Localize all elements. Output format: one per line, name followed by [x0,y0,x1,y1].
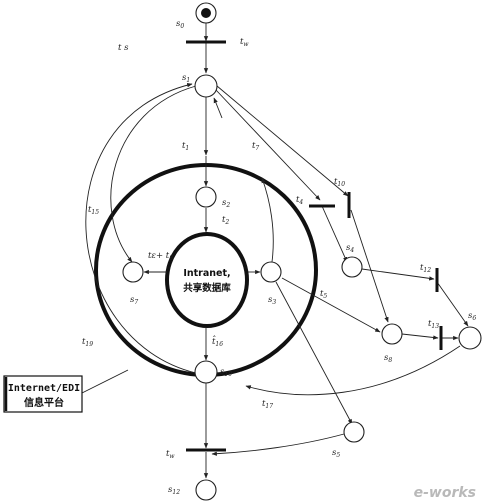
label-t10: t10 [334,177,345,188]
label-s5: s5 [332,448,340,459]
arc-s1-t10 [216,85,349,197]
place-s1 [194,74,218,98]
arc-s3-s5 [275,281,353,425]
label-t18: tε+ t8 [148,251,173,262]
arc-s1-s7 [110,85,197,263]
arc-t4-s4 [321,205,348,263]
arc-s4-t12 [361,268,435,281]
label-tw-top: tw [240,37,249,48]
core-line-2: 共享数据库 [183,282,231,294]
arc-s5-tw [211,433,345,456]
label-s0: s0 [176,19,184,30]
arc-s10-s1 [85,83,197,374]
platform-line-1: Internet/EDI [8,383,80,394]
arc-s1-t4 [215,89,321,201]
label-s12: s12 [168,485,180,496]
label-s8: s8 [384,353,392,364]
label-t19: t19 [82,337,93,348]
place-s5 [343,421,365,443]
label-t17: t17 [262,399,273,410]
platform-box [3,375,83,413]
label-s1: s1 [182,73,190,84]
place-s3 [260,261,282,283]
label-t4: t4 [296,195,303,206]
label-t13: t13 [428,319,439,330]
label-s6: s6 [468,311,476,322]
place-s0-token [201,8,211,18]
label-t7: t7 [252,141,259,152]
arc-s8-t13 [401,333,439,340]
label-s4: s4 [346,243,354,254]
place-s10 [194,360,218,384]
label-t1: t1 [182,141,189,152]
platform-line-2: 信息平台 [24,396,64,409]
label-ts: t s [118,43,129,53]
place-s2 [195,186,217,208]
arc-t12-s6 [436,281,469,327]
label-s2: s2 [222,198,230,209]
arc-s3-s8 [281,277,381,333]
arc-s6-s10 [245,345,461,396]
label-t2: t2 [222,215,229,226]
label-t5: t5 [320,289,327,300]
place-s12 [195,479,217,501]
arc-s3-s1 [261,177,274,263]
label-tw-bottom: tw [166,449,175,460]
place-s6 [458,326,482,350]
database-core [165,232,249,328]
arc-t10-s8 [350,209,389,323]
platform-connector [81,369,129,394]
arc-s1-t7 [213,97,223,119]
watermark: e-works [414,485,476,501]
place-s8 [381,323,403,345]
label-t15: t15 [88,205,99,216]
place-s7 [122,261,144,283]
label-t12: t12 [420,263,431,274]
label-t16: t̂16 [212,334,223,348]
label-s10: s10 [220,367,232,378]
label-s3: s3 [268,295,276,306]
core-line-1: Intranet, [183,268,230,279]
place-s4 [341,256,363,278]
label-s7: s7 [130,295,138,306]
